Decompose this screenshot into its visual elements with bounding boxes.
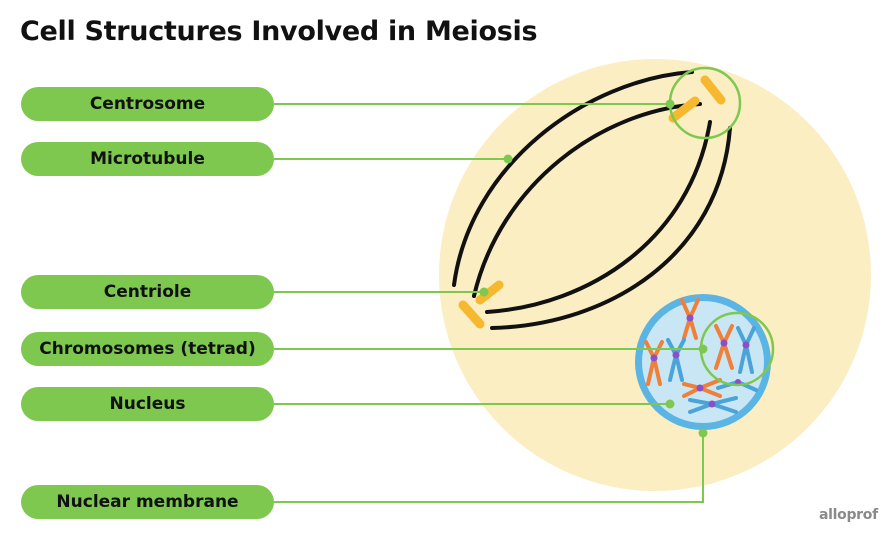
centriole-bottom-b xyxy=(458,300,485,329)
centriole-bottom-a xyxy=(475,280,504,305)
cell-cytoplasm xyxy=(439,59,871,491)
centrosome-bottom xyxy=(458,280,504,329)
spindle-microtubules xyxy=(452,70,732,330)
label-centrosome: Centrosome xyxy=(21,87,274,121)
label-nucleus: Nucleus xyxy=(21,387,274,421)
label-centriole: Centriole xyxy=(21,275,274,309)
chromosomes xyxy=(644,298,758,414)
centriole-top-a xyxy=(668,96,700,123)
label-chromosomes: Chromosomes (tetrad) xyxy=(21,332,274,366)
centriole-top-b xyxy=(700,75,726,105)
label-nuclear-membrane: Nuclear membrane xyxy=(21,485,274,519)
brand-logo: alloprof xyxy=(819,507,878,523)
connectors xyxy=(274,103,704,503)
label-microtubule: Microtubule xyxy=(21,142,274,176)
page-title: Cell Structures Involved in Meiosis xyxy=(20,16,538,47)
connector-dots xyxy=(479,99,708,438)
connector-nuclear-membrane xyxy=(274,433,704,503)
